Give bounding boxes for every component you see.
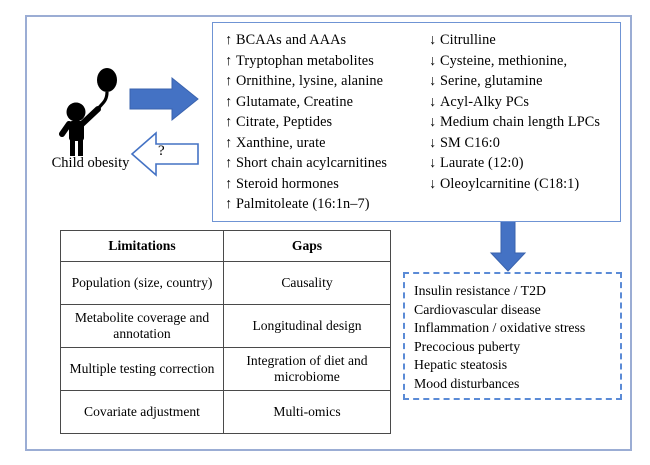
metabolite-item: ↑Tryptophan metabolites — [225, 51, 417, 72]
arrow-down-glyph: ↓ — [429, 155, 437, 171]
arrow-left-question-icon — [130, 130, 200, 178]
metabolite-label: Cysteine, methionine, — [440, 52, 568, 69]
table-row: Metabolite coverage and annotation Longi… — [60, 304, 391, 348]
metabolite-item: ↑Palmitoleate (16:1n–7) — [225, 194, 417, 215]
arrow-down-glyph: ↓ — [429, 32, 437, 48]
metabolite-item: ↓Cysteine, methionine, — [429, 51, 620, 72]
outcome-item: Mood disturbances — [414, 375, 520, 391]
table-cell-limitation: Multiple testing correction — [60, 347, 224, 391]
table-row: Multiple testing correction Integration … — [60, 347, 391, 391]
metabolite-label: Glutamate, Creatine — [236, 93, 354, 110]
metabolite-item: ↑Ornithine, lysine, alanine — [225, 71, 417, 92]
table-cell-gap: Integration of diet and microbiome — [223, 347, 391, 391]
metabolite-item: ↓Laurate (12:0) — [429, 153, 620, 174]
column-header-gaps: Gaps — [223, 230, 391, 262]
health-outcomes-box: Insulin resistance / T2D Cardiovascular … — [403, 272, 622, 400]
metabolite-label: Laurate (12:0) — [440, 155, 524, 171]
metabolite-label: Medium chain length LPCs — [440, 114, 601, 130]
table-cell-gap: Multi-omics — [223, 390, 391, 434]
metabolite-label: Short chain acylcarnitines — [236, 155, 388, 171]
metabolite-item: ↑Steroid hormones — [225, 174, 417, 195]
arrow-down-glyph: ↓ — [429, 175, 437, 192]
decreased-metabolites-column: ↓Citrulline ↓Cysteine, methionine, ↓Seri… — [417, 30, 620, 221]
outcome-item: Hepatic steatosis — [414, 357, 508, 373]
arrow-up-glyph: ↑ — [225, 114, 233, 130]
question-mark-label: ? — [158, 143, 165, 159]
arrow-down-glyph: ↓ — [429, 93, 437, 110]
metabolite-label: Serine, glutamine — [440, 73, 543, 89]
metabolite-item: ↓Acyl-Alky PCs — [429, 92, 620, 113]
metabolite-label: Citrate, Peptides — [236, 114, 333, 130]
table-cell-gap: Longitudinal design — [223, 304, 391, 348]
metabolite-item: ↑Citrate, Peptides — [225, 112, 417, 133]
outcome-item: Insulin resistance / T2D — [414, 283, 546, 298]
arrow-up-glyph: ↑ — [225, 52, 233, 69]
metabolite-item: ↑Short chain acylcarnitines — [225, 153, 417, 174]
metabolite-item: ↓Oleoylcarnitine (C18:1) — [429, 174, 620, 195]
metabolite-item: ↓Serine, glutamine — [429, 71, 620, 92]
metabolite-item: ↑Xanthine, urate — [225, 133, 417, 154]
metabolite-item: ↑Glutamate, Creatine — [225, 92, 417, 113]
metabolite-item: ↓SM C16:0 — [429, 133, 620, 154]
arrow-up-glyph: ↑ — [225, 196, 233, 212]
metabolite-item: ↑BCAAs and AAAs — [225, 30, 417, 51]
metabolite-label: Ornithine, lysine, alanine — [236, 73, 384, 89]
metabolite-label: Steroid hormones — [236, 175, 339, 192]
arrow-down-glyph: ↓ — [429, 52, 437, 69]
arrow-right-icon — [128, 75, 200, 123]
metabolite-label: Palmitoleate (16:1n–7) — [236, 196, 370, 212]
arrow-up-glyph: ↑ — [225, 73, 233, 89]
metabolite-label: Citrulline — [440, 32, 496, 48]
metabolite-label: Xanthine, urate — [236, 134, 326, 151]
outcome-item: Inflammation / oxidative stress — [414, 320, 586, 336]
arrow-up-glyph: ↑ — [225, 134, 233, 151]
child-with-balloon-icon — [57, 64, 123, 156]
table-cell-limitation: Covariate adjustment — [60, 390, 224, 434]
arrow-up-glyph: ↑ — [225, 32, 233, 48]
limitations-gaps-table: Limitations Gaps Population (size, count… — [60, 230, 391, 434]
table-header-row: Limitations Gaps — [60, 230, 391, 262]
arrow-up-glyph: ↑ — [225, 93, 233, 110]
table-cell-gap: Causality — [223, 261, 391, 305]
metabolite-label: Oleoylcarnitine (C18:1) — [440, 175, 580, 192]
arrow-down-glyph: ↓ — [429, 134, 437, 151]
metabolite-label: BCAAs and AAAs — [236, 32, 347, 48]
metabolite-label: Acyl-Alky PCs — [440, 93, 530, 110]
metabolite-item: ↓Citrulline — [429, 30, 620, 51]
outcome-item: Precocious puberty — [414, 338, 521, 354]
increased-metabolites-column: ↑BCAAs and AAAs ↑Tryptophan metabolites … — [213, 30, 417, 221]
arrow-down-glyph: ↓ — [429, 73, 437, 89]
arrow-up-glyph: ↑ — [225, 155, 233, 171]
child-obesity-label: Child obesity — [51, 155, 130, 171]
table-row: Population (size, country) Causality — [60, 261, 391, 305]
arrow-up-glyph: ↑ — [225, 175, 233, 192]
table-cell-limitation: Population (size, country) — [60, 261, 224, 305]
arrow-down-glyph: ↓ — [429, 114, 437, 130]
metabolite-item: ↓Medium chain length LPCs — [429, 112, 620, 133]
column-header-limitations: Limitations — [60, 230, 224, 262]
metabolite-changes-box: ↑BCAAs and AAAs ↑Tryptophan metabolites … — [212, 22, 621, 222]
table-cell-limitation: Metabolite coverage and annotation — [60, 304, 224, 348]
metabolite-label: Tryptophan metabolites — [236, 52, 374, 69]
outcome-item: Cardiovascular disease — [414, 301, 541, 317]
metabolite-label: SM C16:0 — [440, 134, 500, 151]
table-row: Covariate adjustment Multi-omics — [60, 390, 391, 434]
